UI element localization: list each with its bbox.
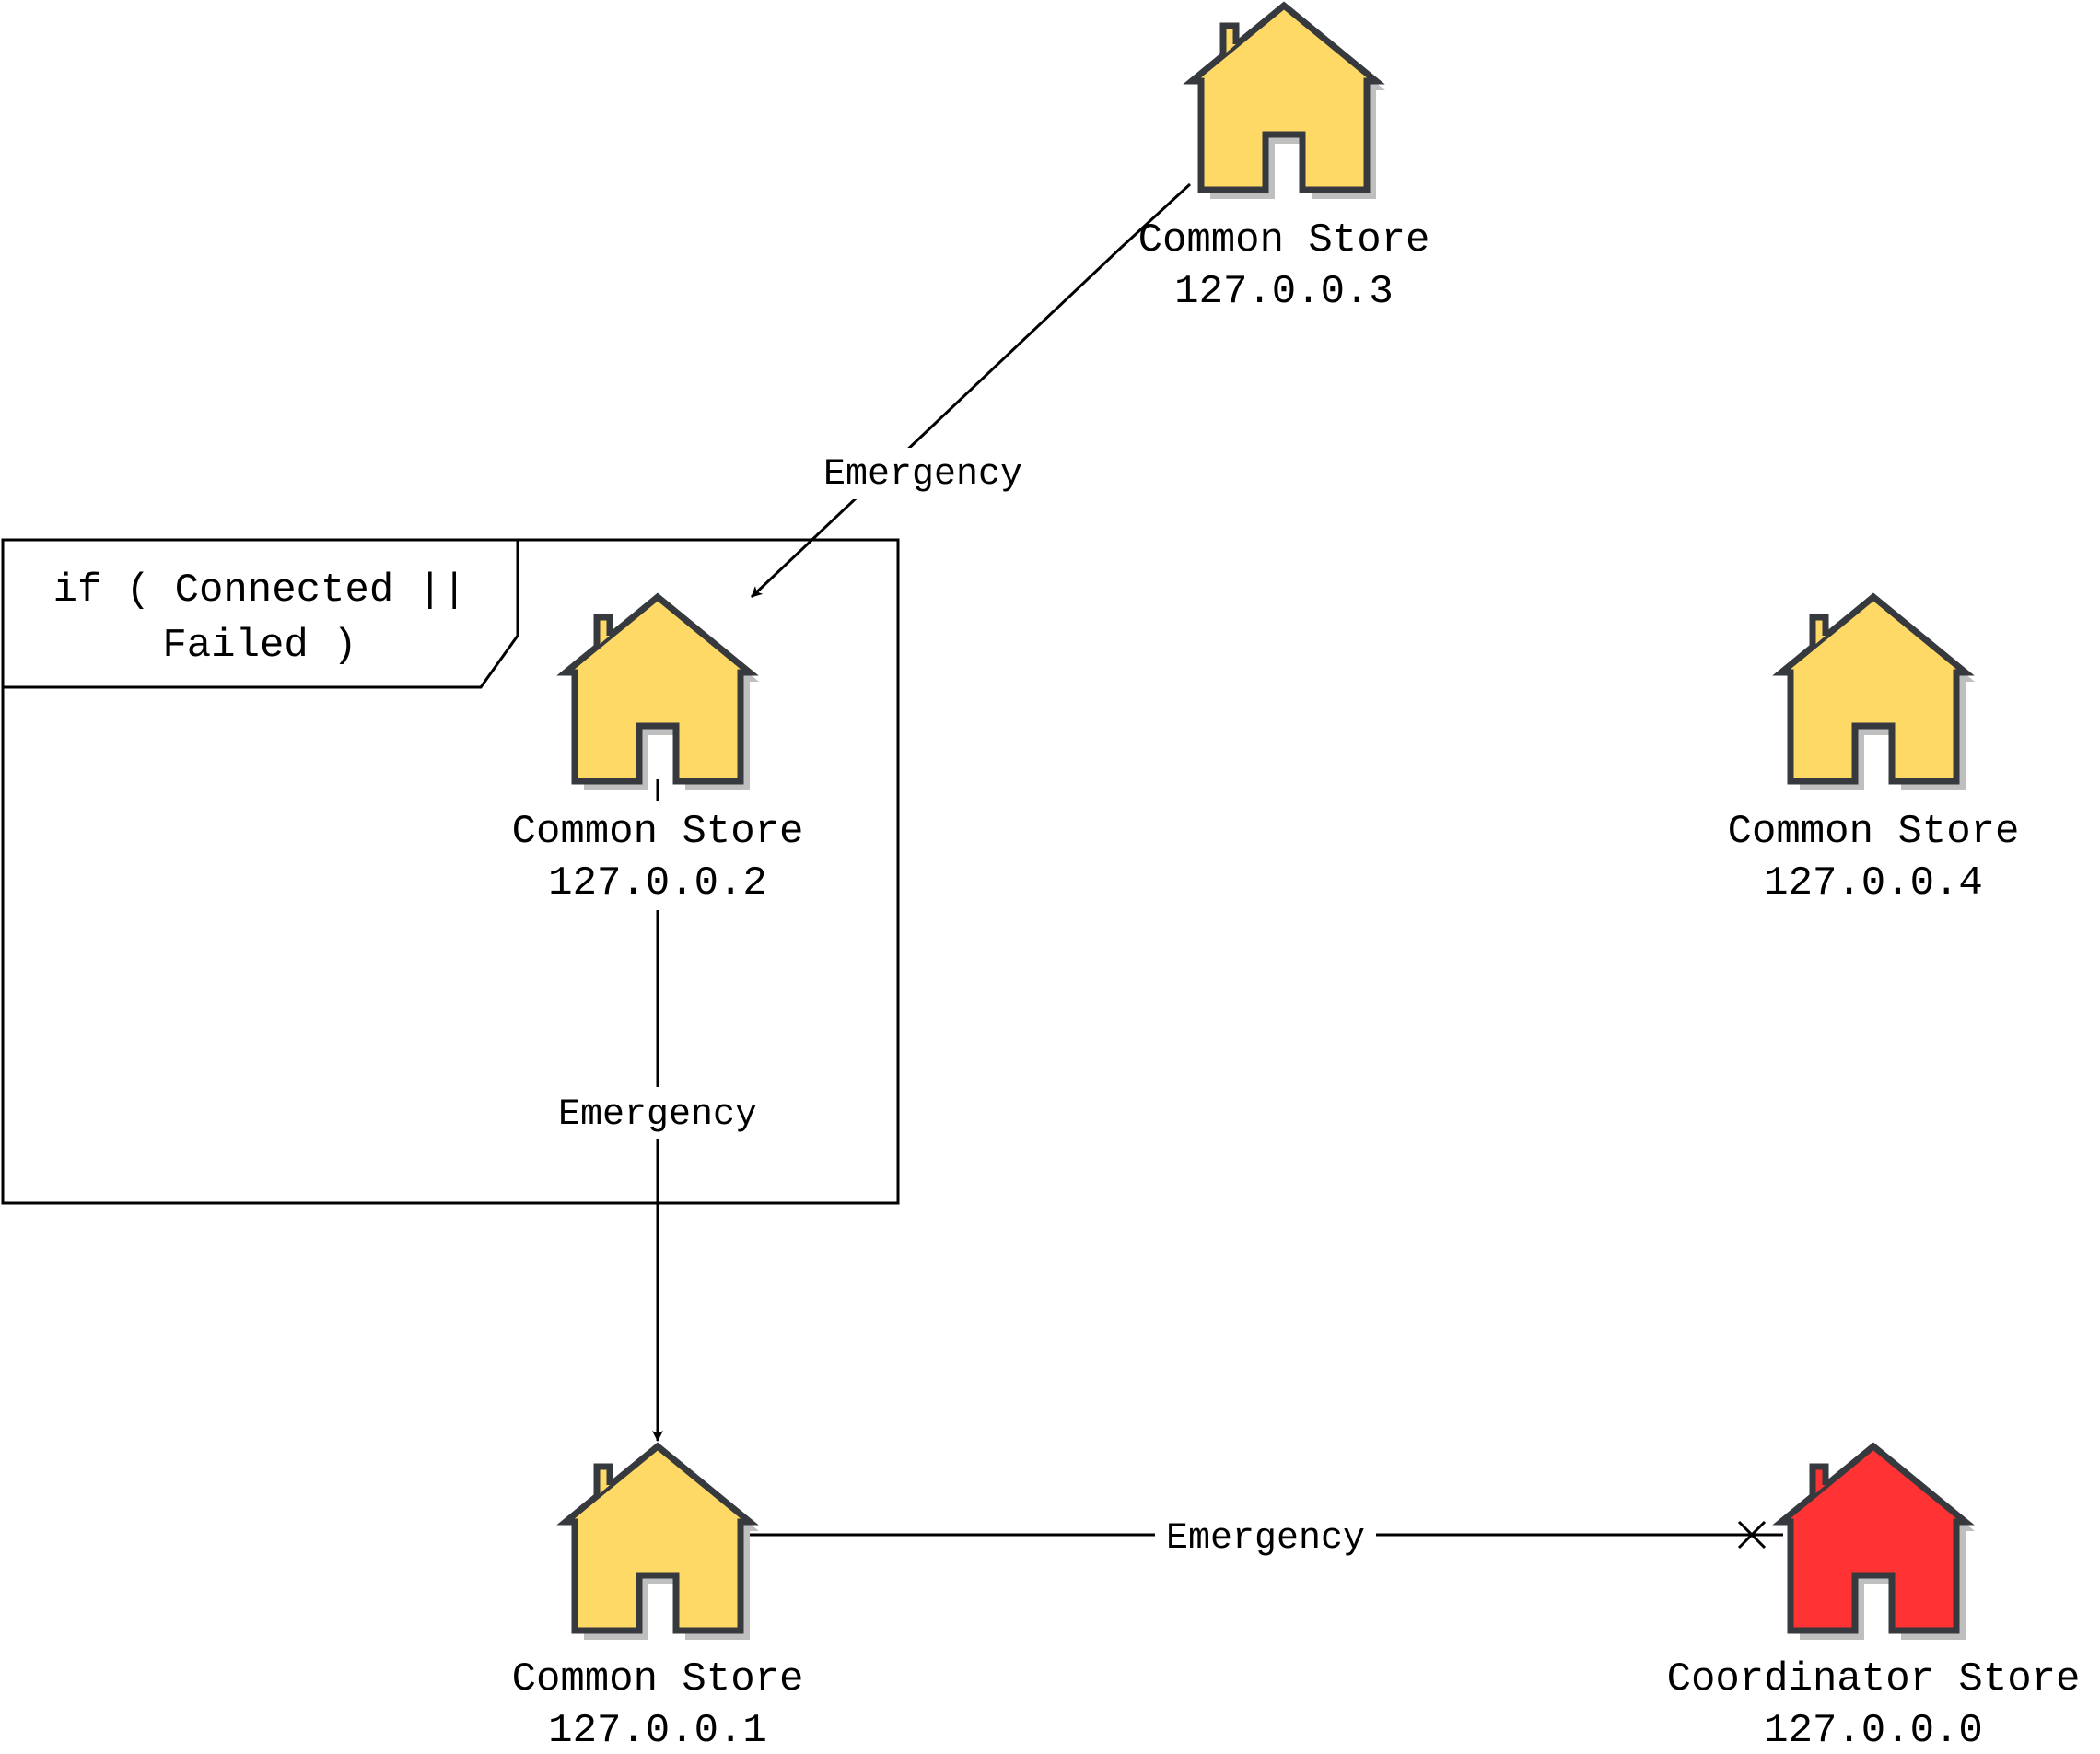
edge-store1-to-coordinator[interactable]: Emergency xyxy=(750,1511,1783,1561)
edge-label: Emergency xyxy=(558,1094,757,1136)
edge-label-bg xyxy=(1155,1511,1376,1561)
frame-label-line1: if ( Connected || xyxy=(53,567,467,614)
node-name: Coordinator Store xyxy=(1667,1656,2081,1702)
house-icon[interactable] xyxy=(556,592,759,790)
edge-line[interactable] xyxy=(1120,182,1192,249)
node-common-store-127-0-0-1[interactable]: Common Store 127.0.0.1 xyxy=(512,1442,804,1754)
edge-label: Emergency xyxy=(1166,1518,1365,1560)
node-common-store-127-0-0-4[interactable]: Common Store 127.0.0.4 xyxy=(1728,592,2020,906)
node-ip: 127.0.0.0 xyxy=(1764,1708,1983,1754)
house-icon[interactable] xyxy=(556,1442,759,1640)
node-ip: 127.0.0.4 xyxy=(1764,860,1983,906)
house-icon[interactable] xyxy=(1183,1,1385,199)
node-ip: 127.0.0.1 xyxy=(548,1708,767,1754)
cross-terminator-icon xyxy=(1737,1520,1767,1549)
node-common-store-127-0-0-2[interactable]: Common Store 127.0.0.2 xyxy=(512,592,804,906)
node-ip: 127.0.0.2 xyxy=(548,860,767,906)
node-name: Common Store xyxy=(1138,217,1430,263)
node-name: Common Store xyxy=(1728,809,2020,855)
condition-frame: if ( Connected || Failed ) xyxy=(1,538,900,1205)
edge-label: Emergency xyxy=(823,454,1022,496)
node-ip: 127.0.0.3 xyxy=(1174,269,1394,315)
edge-label-bg xyxy=(543,1087,774,1139)
node-coordinator-store-127-0-0-0[interactable]: Coordinator Store 127.0.0.0 xyxy=(1667,1442,2081,1754)
house-icon[interactable] xyxy=(1772,1442,1975,1640)
edge-label-bg xyxy=(811,448,1035,499)
edge-store2-to-store1[interactable]: Emergency xyxy=(543,779,774,1442)
edge-line[interactable] xyxy=(750,245,1124,599)
node-name: Common Store xyxy=(512,1656,804,1702)
house-icon[interactable] xyxy=(1772,592,1975,790)
frame-label-tab xyxy=(3,538,519,689)
edge-store3-to-store2[interactable]: Emergency xyxy=(750,182,1192,599)
frame-label-line2: Failed ) xyxy=(162,623,356,669)
node-name: Common Store xyxy=(512,809,804,855)
node-common-store-127-0-0-3[interactable]: Common Store 127.0.0.3 xyxy=(1138,1,1430,315)
